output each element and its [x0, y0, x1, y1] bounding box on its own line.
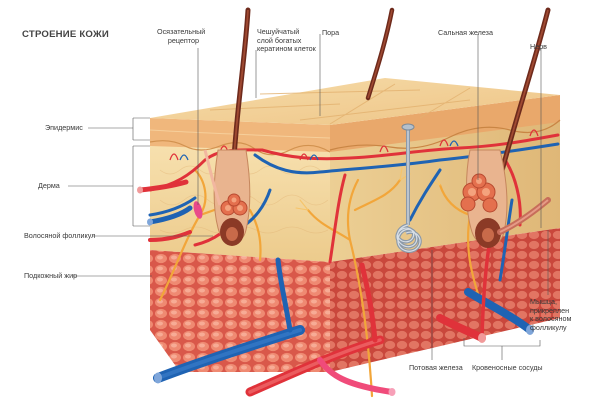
label-touch-receptor-line2: рецептор: [167, 35, 199, 45]
skin-surface: [150, 78, 560, 125]
label-muscle-line3: к волосяном: [530, 314, 572, 324]
label-scaly-layer: Чешуйчатый слой богатых кератином клеток: [257, 27, 316, 54]
large-vessels: [153, 238, 534, 397]
hair-middle: [365, 7, 395, 101]
label-scaly-line3: кератином клеток: [257, 44, 316, 54]
label-epidermis: Эпидермис: [45, 123, 83, 132]
label-muscle-line4: фолликулу: [530, 322, 567, 332]
label-subcutaneous-fat: Подкожный жир: [24, 271, 78, 280]
label-hair-follicle: Волосяной фолликул: [24, 231, 96, 240]
label-dermis: Дерма: [38, 181, 60, 190]
label-sweat-gland: Потовая железа: [409, 363, 463, 372]
label-sebaceous-gland: Сальная железа: [438, 28, 493, 37]
label-muscle-line1: Мышца,: [530, 297, 558, 306]
epidermis-side: [330, 95, 560, 152]
diagram-title: СТРОЕНИЕ КОЖИ: [22, 29, 109, 40]
label-muscle-line2: прикреплен: [530, 305, 570, 315]
label-nerve: Нерв: [530, 42, 548, 51]
epidermis-front: [150, 118, 330, 152]
label-touch-receptor: Осязательный рецептор: [157, 27, 205, 45]
fat-front: [150, 250, 330, 372]
label-arrector-muscle: Мышца, прикреплен к волосяном фолликулу: [530, 297, 572, 332]
hair-left: [193, 7, 251, 246]
sweat-gland: [395, 123, 422, 253]
hair-right: [460, 7, 551, 248]
label-touch-receptor-line1: Осязательный: [157, 27, 206, 36]
label-scaly-line1: Чешуйчатый: [257, 27, 300, 36]
label-pore: Пора: [322, 28, 340, 37]
leader-lines: [68, 34, 549, 360]
label-blood-vessels: Кровеносные сосуды: [472, 363, 543, 372]
veins: [148, 142, 560, 282]
label-scaly-line2: слой богатых: [257, 35, 302, 45]
